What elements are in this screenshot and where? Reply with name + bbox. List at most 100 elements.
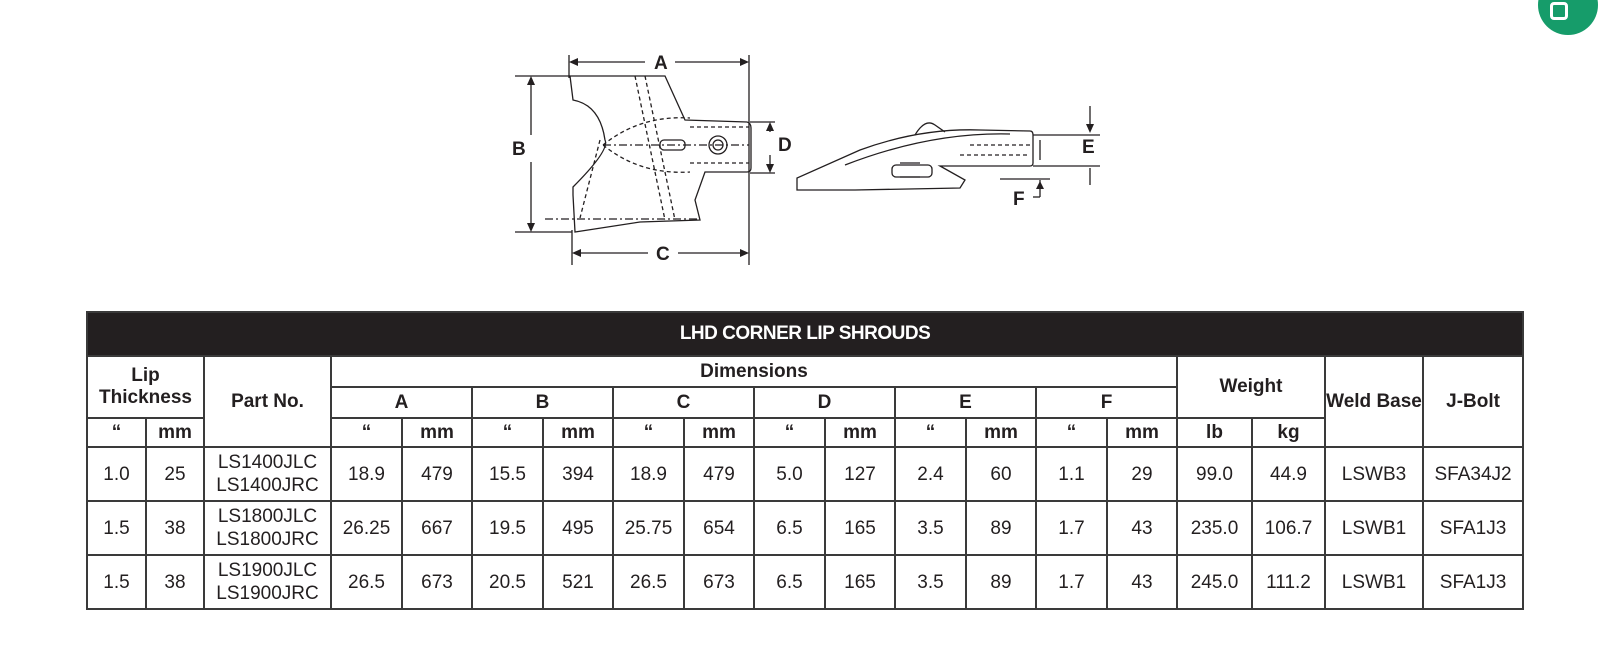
dim-label-a: A bbox=[654, 53, 668, 74]
cell-lip-in: 1.0 bbox=[86, 446, 147, 502]
part-number: LS1800JRC bbox=[216, 529, 319, 550]
cell-e-in: 2.4 bbox=[894, 446, 967, 502]
header-dim-a: A bbox=[330, 386, 473, 419]
cell-a-mm: 667 bbox=[401, 500, 473, 556]
cell-weld-base: LSWB1 bbox=[1324, 500, 1424, 556]
unit-header-weight-kg: kg bbox=[1251, 417, 1326, 448]
cell-f-in: 1.7 bbox=[1035, 500, 1108, 556]
cell-lb: 235.0 bbox=[1176, 500, 1253, 556]
cell-c-in: 18.9 bbox=[612, 446, 685, 502]
cell-f-in: 1.1 bbox=[1035, 446, 1108, 502]
header-dim-b: B bbox=[471, 386, 614, 419]
cell-b-in: 15.5 bbox=[471, 446, 544, 502]
cell-kg: 106.7 bbox=[1251, 500, 1326, 556]
cell-f-mm: 43 bbox=[1106, 554, 1178, 610]
header-lip-thickness: Lip Thickness bbox=[86, 355, 205, 419]
dim-label-e: E bbox=[1082, 137, 1095, 158]
table-title: LHD CORNER LIP SHROUDS bbox=[85, 311, 1525, 357]
cell-a-mm: 673 bbox=[401, 554, 473, 610]
unit-header-d-mm: mm bbox=[824, 417, 896, 448]
cell-lip-in: 1.5 bbox=[86, 500, 147, 556]
header-dim-d: D bbox=[753, 386, 896, 419]
cell-lip-mm: 38 bbox=[145, 554, 205, 610]
cell-f-in: 1.7 bbox=[1035, 554, 1108, 610]
cell-b-in: 20.5 bbox=[471, 554, 544, 610]
cell-j-bolt: SFA1J3 bbox=[1421, 554, 1525, 610]
unit-header-c-inch: “ bbox=[612, 417, 685, 448]
dim-label-d: D bbox=[778, 135, 792, 156]
unit-header-e-inch: “ bbox=[894, 417, 967, 448]
cell-e-in: 3.5 bbox=[894, 554, 967, 610]
cell-b-mm: 495 bbox=[542, 500, 614, 556]
cell-a-in: 18.9 bbox=[330, 446, 403, 502]
cell-c-in: 25.75 bbox=[612, 500, 685, 556]
unit-header-lip-mm: mm bbox=[145, 417, 205, 448]
unit-header-b-inch: “ bbox=[471, 417, 544, 448]
cell-c-mm: 479 bbox=[683, 446, 755, 502]
cell-d-mm: 127 bbox=[824, 446, 896, 502]
cell-e-in: 3.5 bbox=[894, 500, 967, 556]
cell-kg: 44.9 bbox=[1251, 446, 1326, 502]
cell-lb: 99.0 bbox=[1176, 446, 1253, 502]
cell-e-mm: 89 bbox=[965, 554, 1037, 610]
cell-weld-base: LSWB1 bbox=[1324, 554, 1424, 610]
part-number: LS1800JLC bbox=[217, 506, 318, 527]
dim-label-f: F bbox=[1013, 189, 1025, 210]
cell-a-in: 26.25 bbox=[330, 500, 403, 556]
unit-header-c-mm: mm bbox=[683, 417, 755, 448]
cell-d-in: 5.0 bbox=[753, 446, 826, 502]
header-weight: Weight bbox=[1176, 355, 1326, 419]
part-number: LS1400JRC bbox=[216, 475, 319, 496]
cell-kg: 111.2 bbox=[1251, 554, 1326, 610]
header-dimensions: Dimensions bbox=[330, 355, 1178, 388]
unit-header-e-mm: mm bbox=[965, 417, 1037, 448]
shroud-dimension-diagram: A B C D E F bbox=[512, 53, 1100, 265]
cell-c-mm: 654 bbox=[683, 500, 755, 556]
header-dim-f: F bbox=[1035, 386, 1178, 419]
cell-c-mm: 673 bbox=[683, 554, 755, 610]
header-part-no: Part No. bbox=[203, 355, 332, 448]
cell-b-mm: 394 bbox=[542, 446, 614, 502]
cell-j-bolt: SFA1J3 bbox=[1421, 500, 1525, 556]
dim-label-b: B bbox=[512, 139, 526, 160]
cell-lb: 245.0 bbox=[1176, 554, 1253, 610]
unit-header-weight-lb: lb bbox=[1176, 417, 1253, 448]
unit-header-b-mm: mm bbox=[542, 417, 614, 448]
cell-weld-base: LSWB3 bbox=[1324, 446, 1424, 502]
header-dim-e: E bbox=[894, 386, 1037, 419]
cell-f-mm: 43 bbox=[1106, 500, 1178, 556]
cell-b-mm: 521 bbox=[542, 554, 614, 610]
cell-lip-mm: 25 bbox=[145, 446, 205, 502]
cell-e-mm: 60 bbox=[965, 446, 1037, 502]
unit-header-a-mm: mm bbox=[401, 417, 473, 448]
lip-shrouds-table: LHD CORNER LIP SHROUDS Lip Thickness Par… bbox=[85, 311, 1525, 610]
cell-d-mm: 165 bbox=[824, 500, 896, 556]
unit-header-lip-inch: “ bbox=[86, 417, 147, 448]
unit-header-f-inch: “ bbox=[1035, 417, 1108, 448]
dim-label-c: C bbox=[656, 244, 670, 265]
part-number: LS1900JRC bbox=[216, 583, 319, 604]
unit-header-a-inch: “ bbox=[330, 417, 403, 448]
unit-header-d-inch: “ bbox=[753, 417, 826, 448]
cell-d-in: 6.5 bbox=[753, 500, 826, 556]
unit-header-f-mm: mm bbox=[1106, 417, 1178, 448]
cell-b-in: 19.5 bbox=[471, 500, 544, 556]
chat-icon bbox=[1550, 2, 1568, 20]
cell-j-bolt: SFA34J2 bbox=[1421, 446, 1525, 502]
cell-d-mm: 165 bbox=[824, 554, 896, 610]
cell-d-in: 6.5 bbox=[753, 554, 826, 610]
header-weld-base: Weld Base bbox=[1324, 355, 1424, 448]
cell-a-mm: 479 bbox=[401, 446, 473, 502]
part-number: LS1900JLC bbox=[217, 560, 318, 581]
cell-c-in: 26.5 bbox=[612, 554, 685, 610]
part-number: LS1400JLC bbox=[217, 452, 318, 473]
cell-e-mm: 89 bbox=[965, 500, 1037, 556]
header-j-bolt: J-Bolt bbox=[1421, 355, 1525, 448]
cell-lip-mm: 38 bbox=[145, 500, 205, 556]
